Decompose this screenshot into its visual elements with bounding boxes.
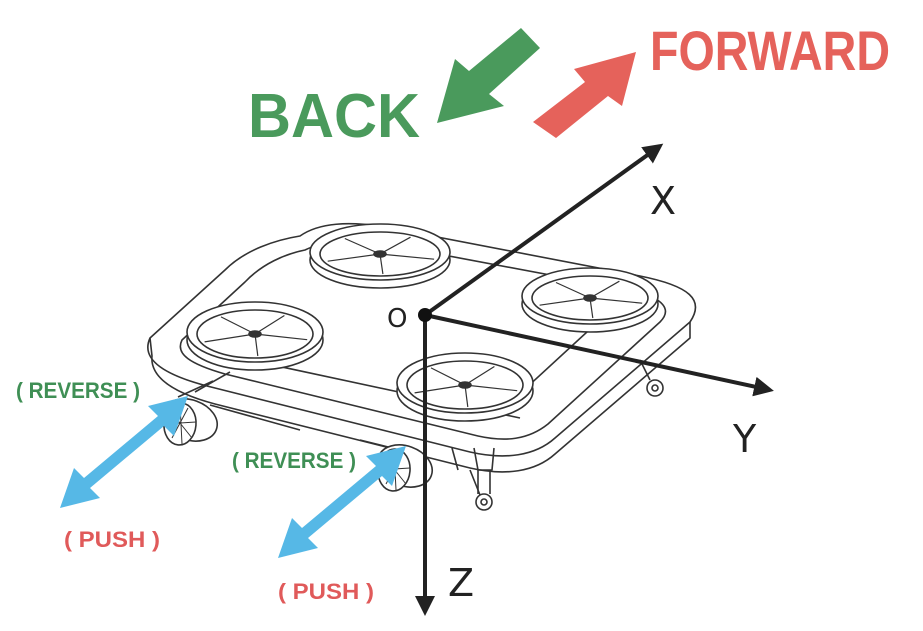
forward-label: FORWARD: [650, 19, 890, 82]
coordinate-axes: [415, 143, 774, 616]
push-label-left: ( PUSH ): [64, 527, 160, 552]
x-axis-label: X: [650, 179, 676, 223]
rotor-front: [396, 352, 534, 422]
x-axis: [423, 143, 664, 317]
back-arrow: [437, 28, 540, 123]
thrust-arrow-right: [278, 446, 406, 558]
reverse-label-right: ( REVERSE ): [232, 448, 356, 473]
rotor-rear: [309, 223, 451, 289]
rotor-left: [186, 301, 324, 371]
z-axis-label: Z: [448, 561, 474, 605]
origin-point: [418, 308, 432, 322]
push-label-right: ( PUSH ): [278, 579, 374, 604]
reverse-label-left: ( REVERSE ): [16, 378, 140, 403]
back-label: BACK: [248, 82, 420, 151]
rotor-group: [186, 223, 659, 422]
thrust-arrow-left: [60, 396, 188, 508]
origin-label: O: [387, 304, 407, 334]
y-axis-label: Y: [732, 417, 757, 461]
y-axis: [424, 313, 774, 397]
forward-arrow: [533, 52, 636, 138]
rotor-right: [521, 267, 659, 333]
